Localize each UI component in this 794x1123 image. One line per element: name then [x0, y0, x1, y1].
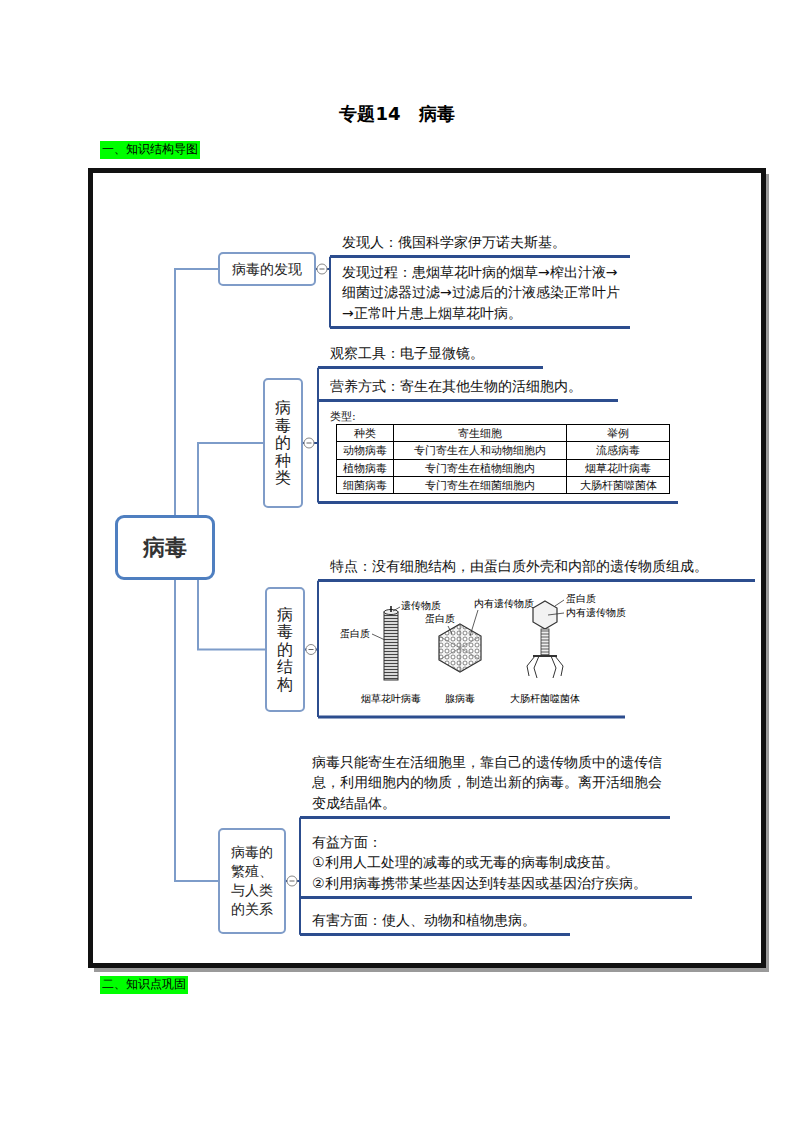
tree-branch-line	[198, 443, 263, 515]
collapse-circle	[306, 645, 316, 655]
table-cell: 烟草花叶病毒	[567, 459, 670, 476]
tree-branch-line	[175, 580, 218, 881]
branch-box: 病毒的发现	[218, 252, 316, 286]
bracket-line	[316, 269, 330, 327]
tmv-figure	[372, 606, 400, 680]
node-text: 病毒只能寄生在活细胞里，靠自己的遗传物质中的遗传信息，利用细胞内的物质，制造出新…	[312, 752, 666, 813]
detail-note: 发现过程：患烟草花叶病的烟草→榨出汁液→细菌过滤器过滤→过滤后的汁液感染正常叶片…	[330, 262, 630, 329]
detail-note: 观察工具：电子显微镜。	[318, 343, 543, 369]
part-label: 遗传物质	[401, 600, 441, 612]
part-label: 内有遗传物质	[566, 607, 626, 619]
detail-note: 有益方面：①利用人工处理的减毒的或无毒的病毒制成疫苗。②利用病毒携带某些基因达到…	[300, 832, 692, 899]
node-text: 病毒的结构	[277, 606, 293, 694]
bracket-line	[286, 817, 300, 881]
node-text: 营养方式：寄生在其他生物的活细胞内。	[330, 376, 614, 396]
figure-caption: 腺病毒	[445, 693, 475, 705]
part-label: 蛋白质	[340, 628, 370, 640]
bracket-line	[303, 443, 318, 502]
table-row: 动物病毒专门寄生在人和动物细胞内流感病毒	[337, 442, 670, 459]
branch-box-vertical: 病毒的种类	[263, 378, 303, 508]
figure-caption: 大肠杆菌噬菌体	[510, 693, 580, 705]
table-cell: 大肠杆菌噬菌体	[567, 476, 670, 493]
central-topic: 病毒	[115, 515, 215, 580]
node-text: 病毒的发现	[232, 260, 302, 279]
table-row: 植物病毒专门寄生在植物细胞内烟草花叶病毒	[337, 459, 670, 476]
detail-note: 特点：没有细胞结构，由蛋白质外壳和内部的遗传物质组成。	[318, 556, 755, 582]
table-cell: 植物病毒	[337, 459, 394, 476]
table-row: 细菌病毒专门寄生在细菌细胞内大肠杆菌噬菌体	[337, 476, 670, 493]
frame-border	[91, 171, 764, 966]
tree-branch-line	[175, 269, 218, 515]
collapse-minus	[290, 881, 295, 882]
collapse-minus	[309, 649, 314, 650]
collapse-icon	[304, 438, 314, 448]
node-text: 病毒	[143, 533, 187, 563]
table-cell: 专门寄生在人和动物细胞内	[394, 442, 567, 459]
bracket-line	[303, 368, 318, 443]
node-text: 发现过程：患烟草花叶病的烟草→榨出汁液→细菌过滤器过滤→过滤后的汁液感染正常叶片…	[342, 262, 626, 323]
detail-note: 病毒只能寄生在活细胞里，靠自己的遗传物质中的遗传信息，利用细胞内的物质，制造出新…	[300, 752, 670, 819]
section-heading: 一、知识结构导图	[100, 141, 200, 159]
detail-note: 有害方面：使人、动物和植物患病。	[300, 910, 570, 936]
table-cell: 细菌病毒	[337, 476, 394, 493]
page-title: 专题14 病毒	[0, 102, 794, 126]
bracket-line	[305, 581, 318, 650]
collapse-icon	[317, 264, 327, 274]
type-table-panel: 类型:种类寄生细胞举例动物病毒专门寄生在人和动物细胞内流感病毒植物病毒专门寄生在…	[318, 410, 678, 504]
table-cell: 专门寄生在细菌细胞内	[394, 476, 567, 493]
table-row: 种类寄生细胞举例	[337, 425, 670, 442]
collapse-minus	[307, 443, 312, 444]
tree-branch-line	[198, 580, 265, 650]
node-text: 发现人：俄国科学家伊万诺夫斯基。	[342, 232, 626, 252]
table-cell: 举例	[567, 425, 670, 442]
part-label: 蛋白质	[566, 593, 596, 605]
collapse-circle	[287, 876, 297, 886]
node-text: 有害方面：使人、动物和植物患病。	[312, 910, 566, 930]
phage-figure	[527, 600, 564, 678]
node-text: ②利用病毒携带某些基因达到转基因或基因治疗疾病。	[312, 873, 688, 893]
figure-underline	[318, 716, 625, 719]
node-text: 特点：没有细胞结构，由蛋白质外壳和内部的遗传物质组成。	[330, 556, 751, 576]
node-text: ①利用人工处理的减毒的或无毒的病毒制成疫苗。	[312, 852, 688, 872]
table-cell: 流感病毒	[567, 442, 670, 459]
table-caption: 类型:	[330, 410, 674, 424]
section-heading: 二、知识点巩固	[100, 976, 188, 994]
branch-box-vertical: 病毒的结构	[265, 587, 305, 712]
table-cell: 专门寄生在植物细胞内	[394, 459, 567, 476]
part-label: 内有遗传物质	[474, 598, 534, 610]
part-label: 蛋白质	[425, 613, 455, 625]
collapse-circle	[317, 264, 327, 274]
type-table: 种类寄生细胞举例动物病毒专门寄生在人和动物细胞内流感病毒植物病毒专门寄生在植物细…	[336, 424, 670, 494]
branch-box: 病毒的繁殖、与人类的关系	[218, 828, 286, 934]
collapse-icon	[306, 645, 316, 655]
node-text: 病毒的种类	[275, 399, 291, 487]
node-text: 有益方面：	[312, 832, 688, 852]
collapse-circle	[304, 438, 314, 448]
bracket-line	[303, 401, 318, 443]
detail-note: 发现人：俄国科学家伊万诺夫斯基。	[330, 232, 630, 258]
collapse-minus	[320, 269, 325, 270]
table-cell: 种类	[337, 425, 394, 442]
collapse-icon	[287, 876, 297, 886]
bracket-line	[286, 881, 300, 935]
table-cell: 寄生细胞	[394, 425, 567, 442]
node-text: 病毒的繁殖、与人类的关系	[226, 843, 278, 919]
node-text: 观察工具：电子显微镜。	[330, 343, 539, 363]
table-cell: 动物病毒	[337, 442, 394, 459]
figure-caption: 烟草花叶病毒	[361, 693, 421, 705]
detail-note: 营养方式：寄生在其他生物的活细胞内。	[318, 376, 618, 402]
